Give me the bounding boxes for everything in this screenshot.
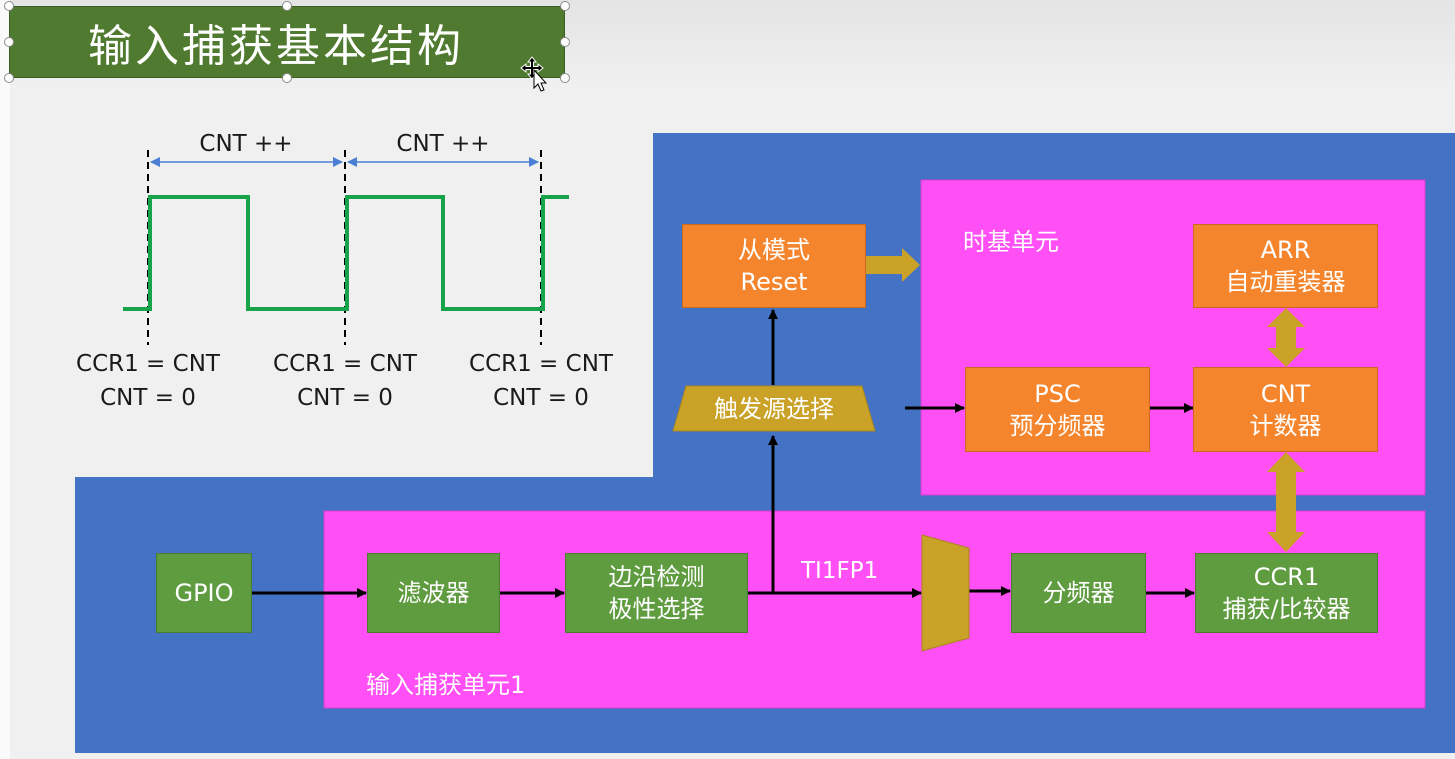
cnt-ccr1-double-arrow: [1267, 452, 1305, 552]
edge-detect-line2: 极性选择: [608, 595, 705, 623]
prescaler-block[interactable]: 分频器: [1011, 553, 1146, 633]
arr-line1: ARR: [1260, 236, 1311, 264]
resize-handle-mid-left[interactable]: [4, 37, 14, 47]
resize-handle-top-left[interactable]: [4, 1, 14, 11]
psc-line2: 预分频器: [1009, 411, 1106, 440]
capture-label-3-line2: CNT = 0: [493, 385, 589, 411]
ccr1-line1: CCR1: [1253, 563, 1320, 591]
time-base-unit-label: 时基单元: [963, 228, 1059, 256]
gpio-block[interactable]: GPIO: [156, 553, 252, 633]
input-mux: [921, 534, 970, 652]
interval-label-2: CNT ++: [396, 131, 490, 157]
cnt-line2: 计数器: [1249, 411, 1322, 440]
arr-block[interactable]: ARR 自动重装器: [1193, 224, 1378, 308]
slave-mode-block[interactable]: 从模式 Reset: [682, 224, 866, 308]
ccr1-line2: 捕获/比较器: [1222, 595, 1351, 623]
slave-mode-line1: 从模式: [738, 236, 810, 264]
cnt-line1: CNT: [1260, 379, 1311, 408]
resize-handle-bottom-mid[interactable]: [282, 73, 292, 83]
interval-label-1: CNT ++: [199, 131, 293, 157]
resize-handle-top-right[interactable]: [560, 1, 570, 11]
ccr1-block[interactable]: CCR1 捕获/比较器: [1195, 553, 1378, 633]
capture-label-1-line1: CCR1 = CNT: [76, 351, 220, 377]
filter-block[interactable]: 滤波器: [367, 553, 500, 633]
trigger-select-shape: [672, 385, 876, 432]
capture-label-2-line2: CNT = 0: [297, 385, 393, 411]
edge-detect-block[interactable]: 边沿检测 极性选择: [565, 553, 748, 633]
slave-mode-line2: Reset: [740, 268, 808, 296]
slide-title: 输入捕获基本结构: [88, 21, 464, 72]
arr-cnt-double-arrow: [1267, 308, 1305, 367]
ti1fp1-label: TI1FP1: [801, 558, 879, 584]
capture-label-3-line1: CCR1 = CNT: [469, 351, 613, 377]
trigger-select-label[interactable]: 触发源选择: [714, 394, 834, 423]
cnt-block[interactable]: CNT 计数器: [1193, 367, 1378, 452]
capture-label-1-line2: CNT = 0: [100, 385, 196, 411]
input-capture-unit-label: 输入捕获单元1: [366, 671, 526, 699]
arr-line2: 自动重装器: [1225, 268, 1346, 296]
resize-handle-bottom-right[interactable]: [560, 73, 570, 83]
title-textbox[interactable]: 输入捕获基本结构: [9, 6, 565, 78]
psc-line1: PSC: [1034, 379, 1081, 408]
square-wave: [123, 195, 569, 311]
psc-block[interactable]: PSC 预分频器: [965, 367, 1150, 452]
resize-handle-mid-right[interactable]: [560, 37, 570, 47]
resize-handle-top-mid[interactable]: [282, 1, 292, 11]
resize-handle-bottom-left[interactable]: [4, 73, 14, 83]
capture-label-2-line1: CCR1 = CNT: [273, 351, 417, 377]
slave-to-timebase-arrow: [866, 248, 920, 282]
edge-detect-line1: 边沿检测: [608, 563, 705, 591]
